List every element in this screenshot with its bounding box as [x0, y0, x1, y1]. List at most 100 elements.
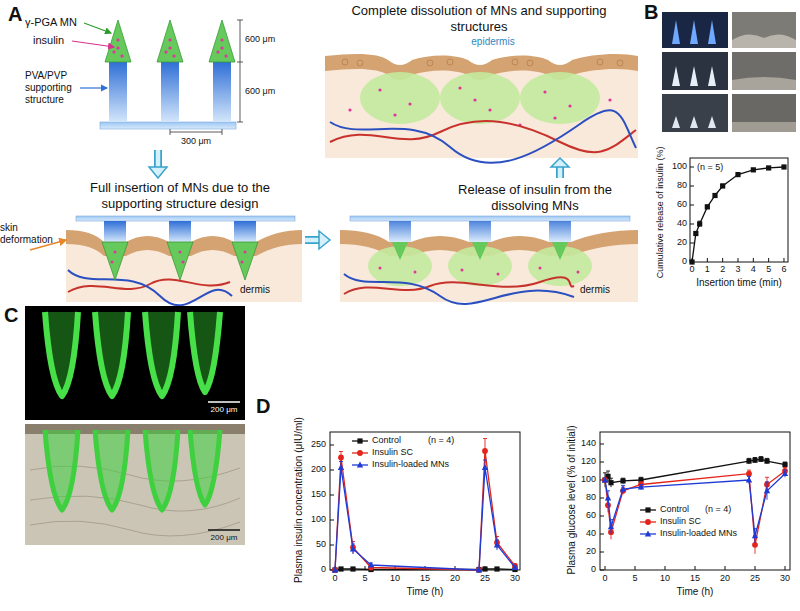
- illustration-part: [72, 41, 114, 47]
- data-marker: [782, 470, 788, 476]
- error-bar: [495, 540, 499, 541]
- error-bar: [603, 472, 607, 473]
- illustration-part: [170, 132, 222, 133]
- legend-sample: [640, 519, 656, 525]
- tick-label: 25: [746, 573, 764, 584]
- tick-label: 200: [304, 464, 326, 475]
- tick-label: 4: [745, 264, 761, 275]
- data-marker: [482, 464, 488, 470]
- illustration-part: [552, 242, 568, 260]
- illustration-part: [543, 90, 546, 93]
- flow-arrow: [551, 158, 569, 178]
- axis-tick: [690, 167, 694, 168]
- illustration-part: [164, 50, 167, 53]
- axis-title: Time (h): [665, 586, 725, 598]
- illustration-part: [549, 221, 571, 242]
- illustration-part: [473, 98, 476, 101]
- illustration-part: [25, 306, 245, 420]
- data-marker: [693, 231, 698, 236]
- skin-dissolved: [325, 54, 638, 195]
- illustration-part: [116, 46, 119, 49]
- axis-tick: [722, 258, 723, 262]
- illustration-part: [100, 122, 236, 129]
- illustration-part: [237, 122, 243, 123]
- axis-tick: [695, 566, 696, 570]
- callout-label: 600 μm: [245, 86, 289, 97]
- tick-label: 30: [776, 573, 794, 584]
- tick-label: 20: [716, 573, 734, 584]
- illustration-part: [105, 20, 131, 62]
- error-bar: [783, 467, 787, 468]
- data-marker: [494, 566, 499, 571]
- illustration-part: [662, 12, 728, 48]
- tick-label: 60: [664, 199, 687, 210]
- tick-label: 6: [776, 264, 792, 275]
- axis-tick: [600, 552, 604, 553]
- data-marker: [338, 455, 344, 461]
- axis-tick: [690, 186, 694, 187]
- callout-label: epidermis: [458, 36, 528, 48]
- panel-letter: B: [644, 0, 666, 24]
- illustration-part: [414, 271, 417, 274]
- illustration-part: [732, 94, 796, 132]
- data-marker: [482, 566, 487, 571]
- callout-label: PVA/PVP supporting structure: [25, 70, 101, 106]
- tick-label: 30: [506, 573, 524, 584]
- illustration-part: [379, 267, 382, 270]
- illustration-part: [182, 261, 185, 264]
- axis-tick: [753, 258, 754, 262]
- illustration-part: [209, 20, 235, 62]
- tick-label: 2: [715, 264, 731, 275]
- illustration-part: [45, 312, 78, 396]
- axis-tick: [635, 566, 636, 570]
- chart-frame: [690, 158, 788, 262]
- error-bar: [765, 477, 769, 478]
- data-marker: [357, 438, 362, 443]
- legend-label: Insulin SC: [660, 516, 701, 527]
- illustration-part: [568, 104, 571, 107]
- illustration-part: [539, 267, 542, 270]
- illustration-part: [95, 312, 128, 396]
- data-marker: [758, 457, 763, 462]
- axis-title: Plasma glucose level (% of initial): [566, 426, 578, 575]
- tick-label: 20: [446, 573, 464, 584]
- scale-bar-label: 200 μm: [204, 405, 244, 415]
- data-marker: [476, 567, 482, 573]
- illustration-part: [708, 116, 716, 128]
- axis-tick: [768, 258, 769, 262]
- callout-label: 600 μm: [245, 34, 289, 45]
- data-marker: [705, 204, 710, 209]
- tick-label: 80: [576, 492, 596, 503]
- illustration-part: [80, 87, 107, 88]
- flow-arrow: [149, 150, 167, 178]
- error-bar: [483, 438, 487, 439]
- illustration-part: [232, 242, 258, 280]
- illustration-part: [222, 129, 223, 135]
- scene-panel: Full insertion of MNs due to the support…: [0, 178, 305, 302]
- legend-sample: [352, 462, 368, 468]
- data-marker: [357, 450, 363, 456]
- panel-letter: A: [8, 2, 30, 26]
- axis-tick: [330, 545, 334, 546]
- illustration-part: [237, 20, 243, 21]
- data-marker: [746, 471, 752, 477]
- panel-letter: D: [256, 394, 278, 418]
- axis-tick: [707, 258, 708, 262]
- error-bar: [765, 481, 769, 482]
- error-bar: [606, 490, 610, 491]
- axis-tick: [600, 498, 604, 499]
- illustration-part: [469, 221, 491, 242]
- illustration-part: [145, 430, 178, 510]
- callout-label: dermis: [580, 284, 630, 296]
- tick-label: 60: [576, 510, 596, 521]
- illustration-part: [348, 108, 351, 111]
- arrow-shaft: [156, 150, 161, 167]
- illustration-part: [145, 312, 178, 396]
- data-marker: [602, 477, 607, 482]
- arrow-head: [149, 167, 167, 178]
- axis-title: Plasma insulin concentration (μIU/ml): [293, 417, 305, 583]
- axis-tick: [690, 224, 694, 225]
- error-bar: [606, 471, 610, 472]
- legend-label: Insulin SC: [372, 447, 413, 458]
- data-marker: [332, 567, 338, 573]
